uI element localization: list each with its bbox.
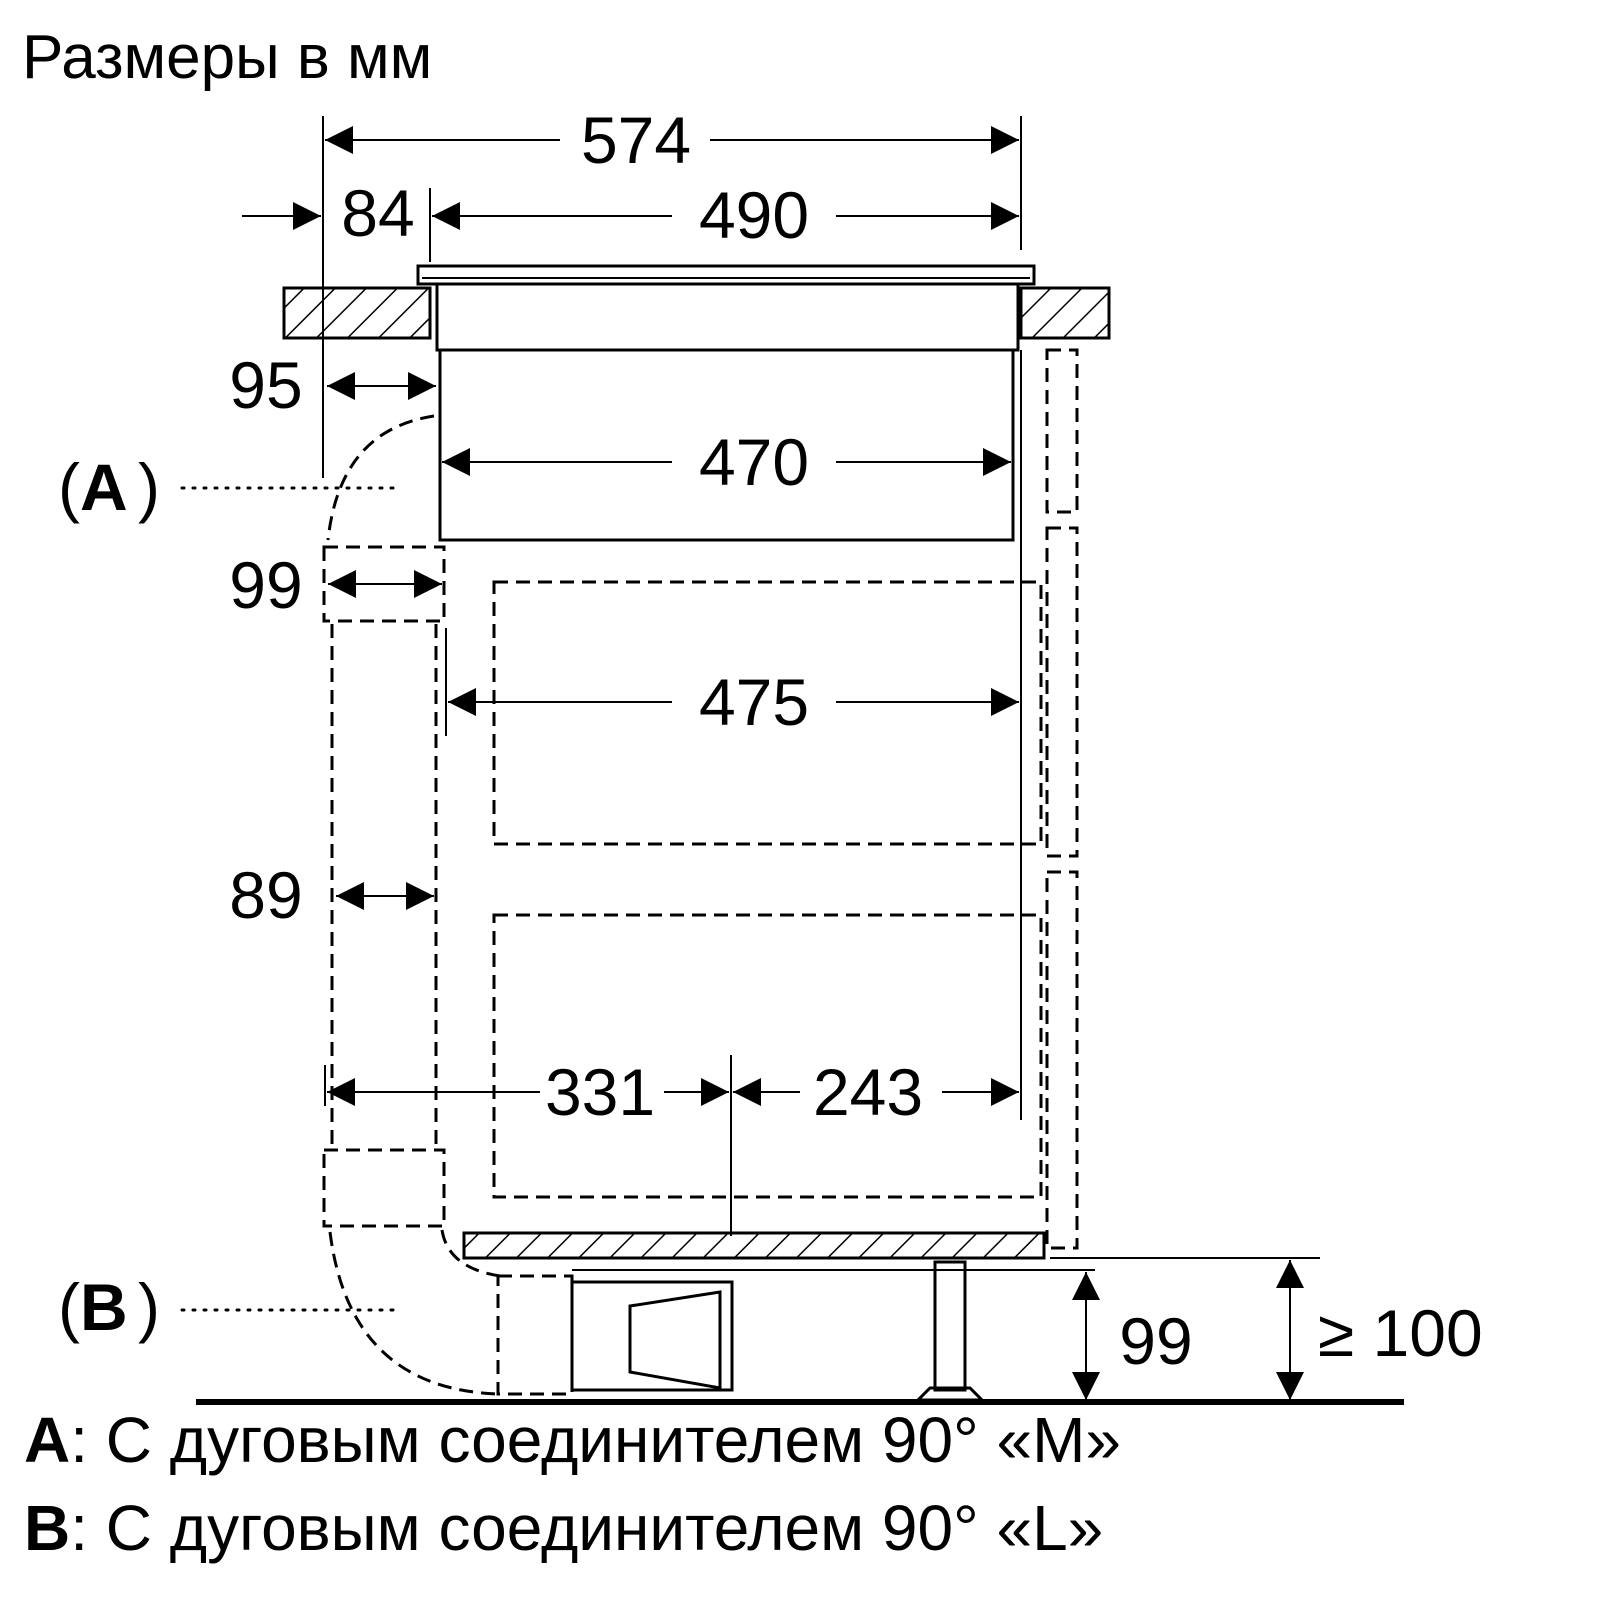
callout-a: ( A ) <box>58 450 397 524</box>
dimension-243-label: 243 <box>813 1055 923 1129</box>
dimension-99-side: 99 <box>229 548 442 622</box>
cooktop-frame <box>435 282 1020 352</box>
plinth-grille <box>570 1280 734 1392</box>
cabinet-foot <box>914 1260 986 1402</box>
dimension-470: 470 <box>442 425 1011 499</box>
page-title: Размеры в мм <box>22 23 432 92</box>
dimension-490: 490 <box>432 178 1019 252</box>
legend: A: С дуговым соединителем 90° «M» B: С д… <box>24 1404 1121 1564</box>
dimension-89: 89 <box>229 858 434 932</box>
duct-connector-upper <box>322 545 446 623</box>
callout-a-letter: A <box>80 450 128 524</box>
legend-item-b: B: С дуговым соединителем 90° «L» <box>24 1492 1103 1564</box>
dimension-475-label: 475 <box>699 665 809 739</box>
legend-text-a: : С дуговым соединителем 90° «M» <box>70 1404 1121 1476</box>
cooktop-glass <box>416 264 1036 286</box>
base-shelf <box>462 1231 1046 1260</box>
legend-item-a: A: С дуговым соединителем 90° «M» <box>24 1404 1121 1476</box>
dimension-100-label: ≥ 100 <box>1318 1296 1483 1370</box>
legend-key-a: A <box>24 1404 70 1476</box>
callout-b-letter: B <box>80 1270 128 1344</box>
callout-a-close: ) <box>138 450 160 524</box>
worktop-right <box>1019 286 1111 340</box>
rear-channel-3 <box>1045 870 1079 1250</box>
dimension-243: 243 <box>733 1055 1019 1129</box>
dimension-470-label: 470 <box>699 425 809 499</box>
dimension-331: 331 <box>327 1055 729 1129</box>
rear-channel-2 <box>1045 526 1079 858</box>
dimension-89-label: 89 <box>229 858 302 932</box>
legend-text-b: : С дуговым соединителем 90° «L» <box>70 1492 1103 1564</box>
fan-unit-lower <box>492 913 1043 1199</box>
dimension-475: 475 <box>448 665 1019 739</box>
dimension-490-label: 490 <box>699 178 809 252</box>
fan-unit-upper <box>492 580 1043 846</box>
worktop-left <box>282 286 432 340</box>
rear-channel-1 <box>1045 348 1079 514</box>
duct-elbow-b <box>328 1231 501 1396</box>
dimension-100: ≥ 100 <box>1276 1260 1483 1400</box>
dimension-95: 95 <box>229 348 436 422</box>
legend-key-b: B <box>24 1492 70 1564</box>
duct-connector-lower <box>322 1148 446 1228</box>
cooktop-body <box>438 348 1015 542</box>
dimension-574-label: 574 <box>581 103 691 177</box>
callout-b-open: ( <box>58 1270 80 1344</box>
dimension-574: 574 <box>325 103 1019 177</box>
dimension-84-label: 84 <box>341 176 414 250</box>
dimension-331-label: 331 <box>545 1055 655 1129</box>
callout-a-open: ( <box>58 450 80 524</box>
duct-outlet-b <box>496 1274 574 1396</box>
dimension-95-label: 95 <box>229 348 302 422</box>
dimension-99-bottom: 99 <box>1072 1272 1193 1400</box>
dimension-84: 84 <box>242 176 415 250</box>
callout-b-close: ) <box>138 1270 160 1344</box>
dimension-99-bottom-label: 99 <box>1119 1304 1192 1378</box>
dimension-99-side-label: 99 <box>229 548 302 622</box>
callout-b: ( B ) <box>58 1270 397 1344</box>
duct-elbow-a <box>326 414 435 541</box>
